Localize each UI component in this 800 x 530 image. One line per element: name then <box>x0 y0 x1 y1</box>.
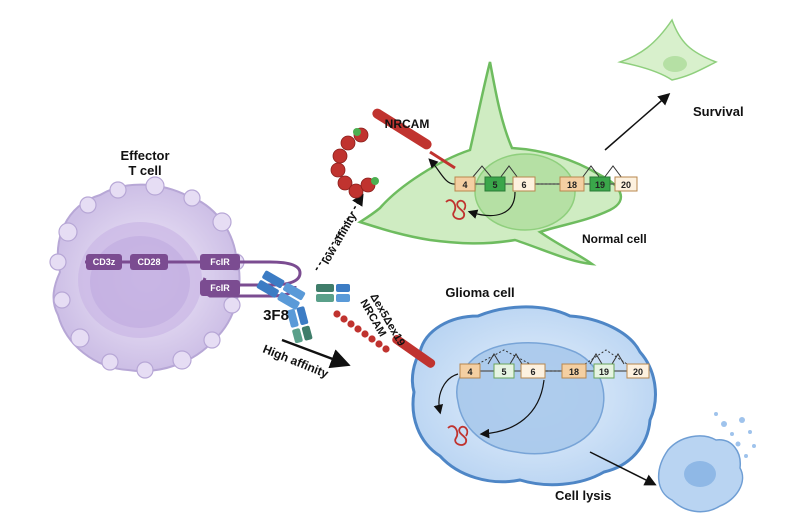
antibody-3f8 <box>256 270 350 344</box>
exon-strip-glioma: 4 5 6 18 19 20 <box>447 349 650 446</box>
glioma-cell-label: Glioma cell <box>445 285 514 300</box>
exon-normal-5: 5 <box>492 180 497 190</box>
high-affinity-label: High affinity <box>261 342 331 381</box>
glioma-cell <box>410 305 657 487</box>
survival-cell <box>617 18 718 81</box>
low-affinity-arrow <box>315 193 364 271</box>
exon-normal-18: 18 <box>567 180 577 190</box>
translation-squiggle-normal <box>445 199 467 220</box>
normal-cell-nucleus <box>474 153 576 231</box>
nrcam-label: NRCAM <box>385 117 430 131</box>
survival-label: Survival <box>693 104 744 119</box>
exon-normal-20: 20 <box>621 180 631 190</box>
translation-squiggle-glioma <box>447 425 469 446</box>
cd3z-label: CD3z <box>93 257 116 267</box>
exon-normal-4: 4 <box>462 180 467 190</box>
fcir-bottom-domain <box>200 280 240 296</box>
nrcam-variant <box>333 310 459 415</box>
exon-glioma-18: 18 <box>569 367 579 377</box>
cd28-domain <box>130 254 168 270</box>
glioma-nucleus <box>456 342 605 455</box>
normal-cell <box>357 61 623 266</box>
fcir-top-domain <box>200 254 240 270</box>
effector-title-line1: Effector <box>120 148 169 163</box>
exon-glioma-5: 5 <box>501 367 506 377</box>
cd3z-domain <box>86 254 122 270</box>
cell-lysis-label: Cell lysis <box>555 488 611 503</box>
exon-glioma-19: 19 <box>599 367 609 377</box>
effector-t-cell <box>49 176 245 379</box>
fcir-top-label: FcIR <box>210 257 230 267</box>
antibody-label: 3F8 <box>263 307 289 324</box>
cell-lysis-arrow <box>589 451 657 486</box>
normal-cell-label: Normal cell <box>582 232 647 246</box>
exon-normal-6: 6 <box>521 180 526 190</box>
fcir-bottom-label: FcIR <box>210 283 230 293</box>
exon-normal-19: 19 <box>595 180 605 190</box>
effector-title-line2: T cell <box>128 163 161 178</box>
exon-strip-normal: 4 5 6 18 19 20 <box>445 165 638 220</box>
exon-glioma-20: 20 <box>633 367 643 377</box>
high-affinity-arrow <box>281 338 351 369</box>
low-affinity-label: low affinity <box>320 210 360 267</box>
nrcam-normal <box>330 108 456 199</box>
survival-arrow <box>604 93 671 151</box>
exon-glioma-4: 4 <box>467 367 472 377</box>
lysed-cell <box>657 412 756 513</box>
cd28-label: CD28 <box>137 257 160 267</box>
exon-glioma-6: 6 <box>530 367 535 377</box>
